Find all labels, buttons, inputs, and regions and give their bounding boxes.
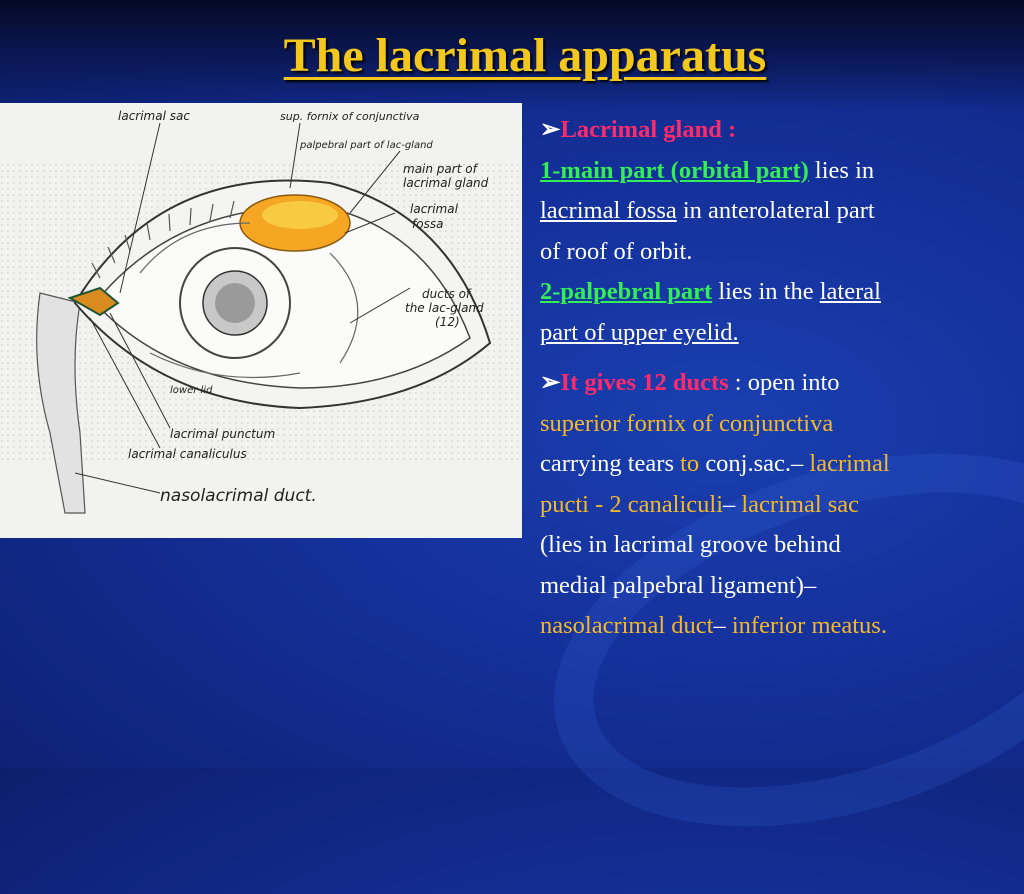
iris-outline xyxy=(179,247,291,359)
label-lacrimal-sac: lacrimal sac xyxy=(118,109,190,123)
line-lacrimal-fossa: lacrimal fossa in anterolateral part xyxy=(540,197,875,224)
label-ducts-1: ducts of xyxy=(422,287,472,301)
diagram-svg: lacrimal sac sup. fornix of conjunctiva … xyxy=(0,109,522,514)
bullet-arrow-icon: ➢ xyxy=(540,116,561,143)
tear-flow-arrows xyxy=(139,222,359,379)
line-roof-of-orbit: of roof of orbit. xyxy=(540,237,693,265)
lacrimal-gland-highlight xyxy=(262,201,338,229)
eyelashes xyxy=(91,200,235,279)
line-palpebral-part: 2-palpebral part lies in the lateral xyxy=(540,278,881,305)
line-superior-fornix: superior fornix of conjunctiva xyxy=(540,409,834,437)
label-lacrimal-fossa-1: lacrimal xyxy=(410,202,459,216)
lacrimal-sac-shape xyxy=(67,286,120,317)
label-main-part-1: main part of xyxy=(403,162,479,176)
label-palpebral-part: palpebral part of lac-gland xyxy=(299,140,433,151)
leader-lines xyxy=(74,122,411,494)
nasal-channel xyxy=(36,292,86,514)
lacrimal-apparatus-diagram: lacrimal sac sup. fornix of conjunctiva … xyxy=(0,103,522,538)
top-dark-band xyxy=(0,0,1024,110)
label-ducts-3: (12) xyxy=(435,315,460,329)
line-carrying-tears: carrying tears to conj.sac.– lacrimal xyxy=(540,450,890,477)
label-main-part-2: lacrimal gland xyxy=(403,176,489,190)
pupil-center xyxy=(215,283,255,323)
line-upper-eyelid: part of upper eyelid. xyxy=(540,318,739,346)
conjunctival-sac xyxy=(94,206,471,389)
label-sup-fornix: sup. fornix of conjunctiva xyxy=(280,110,420,123)
line-medial-ligament: medial palpebral ligament)– xyxy=(540,571,817,599)
line-lacrimal-groove: (lies in lacrimal groove behind xyxy=(540,531,841,558)
label-ducts-2: the lac-gland xyxy=(405,301,484,315)
section-ducts-heading: ➢It gives 12 ducts : open into xyxy=(540,369,840,396)
line-main-part: 1-main part (orbital part) lies in xyxy=(540,156,875,184)
bullet-arrow-icon: ➢ xyxy=(540,369,561,396)
slide-body: ➢Lacrimal gland : 1-main part (orbital p… xyxy=(540,110,1010,647)
slide-title: The lacrimal apparatus xyxy=(283,29,767,82)
line-nasolacrimal: nasolacrimal duct– inferior meatus. xyxy=(540,612,887,639)
label-nasolacrimal: nasolacrimal duct. xyxy=(160,486,317,506)
label-lower-lid: lower lid xyxy=(170,385,213,396)
label-canaliculus: lacrimal canaliculus xyxy=(128,447,247,461)
line-pucti-canaliculi: pucti - 2 canaliculi– lacrimal sac xyxy=(540,490,860,518)
section-lacrimal-gland-heading: ➢Lacrimal gland : xyxy=(540,116,737,143)
label-punctum: lacrimal punctum xyxy=(170,427,275,441)
label-lacrimal-fossa-2: fossa xyxy=(412,217,443,231)
